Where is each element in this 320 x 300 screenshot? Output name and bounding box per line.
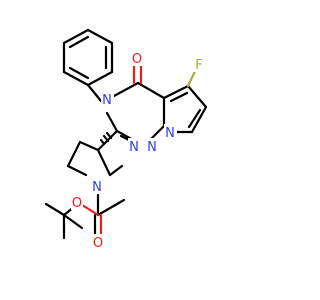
pyrimidinone-n-label: N xyxy=(102,93,112,108)
carbamate-carbonyl-o-label: O xyxy=(93,236,103,251)
triazine-n-lower-label: N xyxy=(129,140,139,155)
pyrrole-ring xyxy=(162,61,208,134)
boc-group xyxy=(44,193,126,240)
carbamate-ester-o-label: O xyxy=(72,196,82,211)
atom-labels: F O N N N N N O O xyxy=(71,50,205,251)
phenyl-n-bond xyxy=(86,83,103,103)
carbonyl-oxygen-label: O xyxy=(132,52,142,67)
molecule-structure-diagram: F O N N N N N O O xyxy=(44,28,208,251)
triazine-n-upper-label: N xyxy=(147,140,157,155)
phenyl-ring xyxy=(62,28,114,87)
azetidine-ring xyxy=(66,129,124,177)
pyrrole-n-label: N xyxy=(165,126,175,141)
fluorine-label: F xyxy=(195,58,202,73)
azetidine-n-label: N xyxy=(92,180,102,195)
triazinone-ring xyxy=(105,62,166,143)
